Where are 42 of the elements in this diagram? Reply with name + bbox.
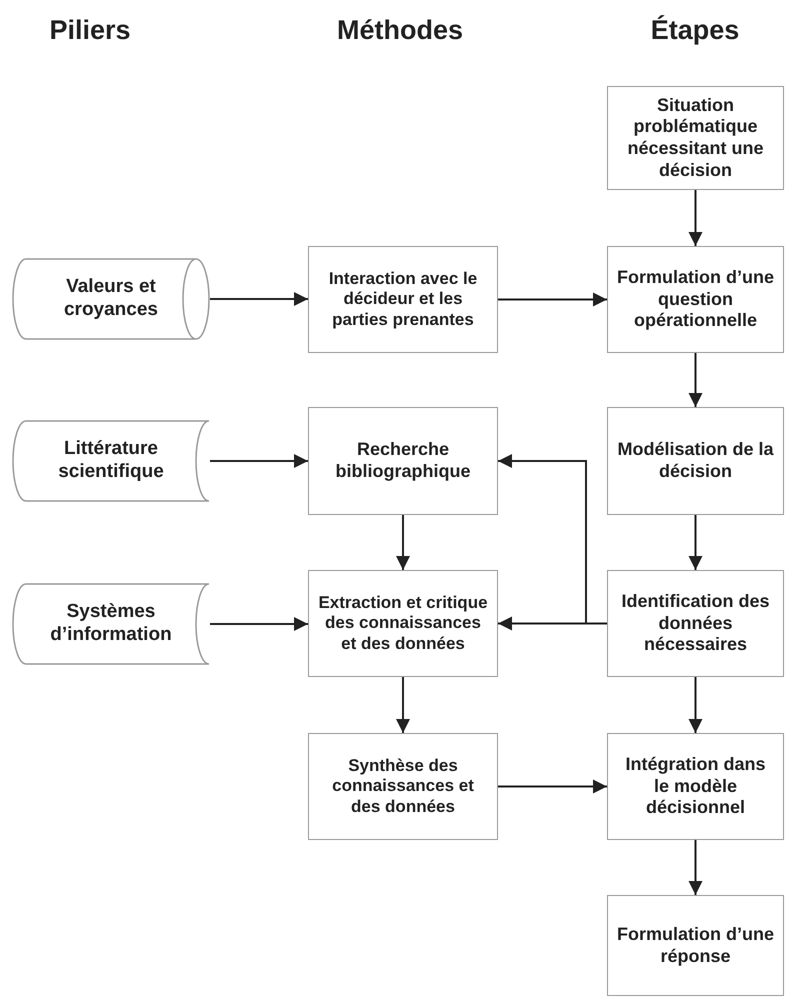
cylinder-shape (12, 258, 210, 340)
arrow (688, 353, 702, 407)
arrow (688, 515, 702, 570)
node-text: Identification des données nécessaires (620, 591, 771, 656)
arrow (688, 190, 702, 246)
node-text: Formulation d’une réponse (616, 924, 775, 968)
arrow (498, 616, 607, 630)
node-text: Intégration dans le modèle décisionnel (624, 754, 766, 819)
node-text: Littérature scientifique (57, 438, 165, 484)
arrow (498, 292, 607, 306)
node-text: Recherche bibliographique (334, 439, 472, 483)
arrow (396, 677, 410, 733)
node-text: Interaction avec le décideur et les parties prenantes (328, 268, 478, 330)
node-text: Synthèse des connaissances et des données (331, 756, 475, 818)
arrow (688, 677, 702, 733)
column-heading: Étapes (650, 14, 740, 47)
node-text: Valeurs et croyances (62, 276, 159, 322)
node-text: Modélisation de la décision (616, 439, 775, 483)
process-box (607, 733, 784, 840)
arrow (210, 454, 308, 468)
data-source-shape (12, 420, 210, 502)
process-box (308, 570, 498, 677)
process-box (607, 407, 784, 515)
process-box (308, 246, 498, 353)
process-box (607, 86, 784, 190)
process-box (607, 895, 784, 996)
arrow (498, 780, 607, 794)
arrow (688, 840, 702, 895)
process-box (607, 570, 784, 677)
process-box (308, 407, 498, 515)
column-heading: Piliers (49, 14, 131, 47)
process-box (308, 733, 498, 840)
node-text: Extraction et critique des connaissances et des données (317, 592, 489, 654)
arrow (210, 617, 308, 631)
arrow (396, 515, 410, 570)
data-source-shape (12, 583, 210, 665)
node-text: Situation problématique nécessitant une décision (626, 94, 765, 182)
node-text: Formulation d’une question opérationnelle (616, 267, 775, 332)
node-text: Systèmes d’information (49, 601, 173, 647)
column-heading: Méthodes (337, 14, 463, 47)
process-box (607, 246, 784, 353)
arrow (210, 292, 308, 306)
